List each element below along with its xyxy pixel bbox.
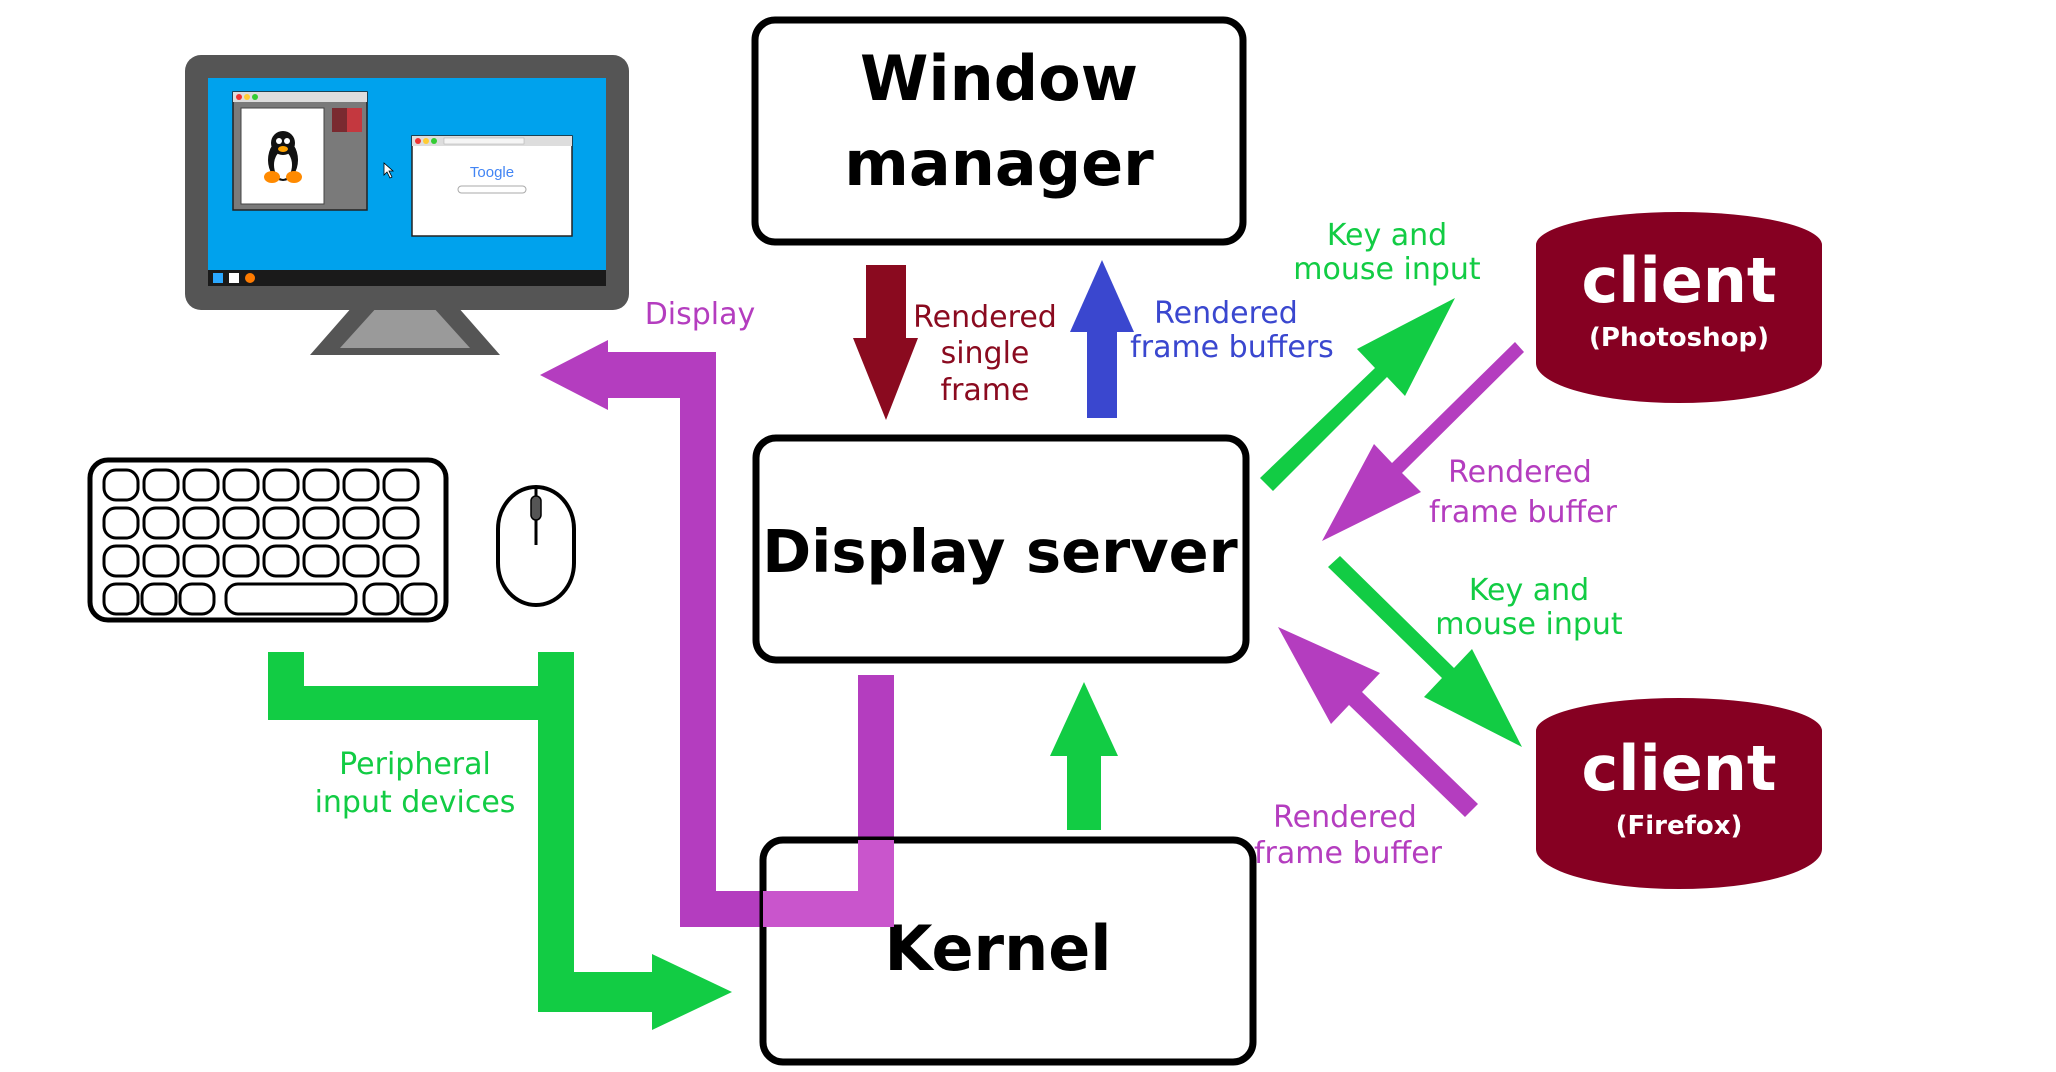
key-mouse-label-bottom: Key and mouse input	[1435, 573, 1623, 642]
image-editor-window	[232, 91, 368, 211]
keyboard-key	[182, 544, 220, 578]
client-photoshop-title: client	[1581, 244, 1776, 317]
keyboard-key	[302, 544, 340, 578]
start-icon	[213, 273, 223, 283]
client-photoshop-subtitle: (Photoshop)	[1589, 323, 1769, 353]
window-manager-box: Window manager	[751, 16, 1247, 246]
keyboard-key	[142, 506, 180, 540]
keyboard-key	[362, 582, 400, 616]
keyboard-spacebar	[224, 582, 358, 616]
keyboard-key	[342, 544, 380, 578]
single-frame-arrow	[853, 265, 918, 420]
svg-text:single: single	[941, 336, 1030, 371]
rendered-frame-buffers-label: Rendered frame buffers	[1130, 296, 1334, 365]
keyboard-key	[102, 506, 140, 540]
window-manager-title-line1: Window	[860, 42, 1138, 115]
mouse-icon	[496, 485, 576, 607]
client-firefox: client (Firefox)	[1536, 698, 1822, 889]
keyboard-key	[182, 506, 220, 540]
keyboard-key	[262, 506, 300, 540]
rendered-frame-buffer-label-bottom: Rendered frame buffer	[1254, 800, 1443, 871]
svg-text:mouse input: mouse input	[1293, 252, 1481, 287]
keyboard-key	[140, 582, 178, 616]
client-firefox-subtitle: (Firefox)	[1616, 811, 1743, 841]
keyboard-key	[382, 544, 420, 578]
svg-text:mouse input: mouse input	[1435, 607, 1623, 642]
rendered-frame-buffer-label-top: Rendered frame buffer	[1429, 455, 1618, 530]
keyboard-key	[178, 582, 216, 616]
key-mouse-arrow-firefox	[1328, 556, 1522, 747]
keyboard-key	[222, 468, 260, 502]
svg-text:Rendered: Rendered	[1448, 455, 1592, 490]
keyboard-key	[382, 506, 420, 540]
svg-text:frame: frame	[941, 373, 1030, 408]
svg-text:Peripheral: Peripheral	[339, 747, 491, 782]
kernel-title: Kernel	[884, 912, 1111, 985]
browser-logo: Toogle	[470, 164, 514, 181]
client-firefox-title: client	[1581, 732, 1776, 805]
display-server-title: Display server	[762, 517, 1238, 586]
peripheral-input-arrow	[268, 652, 732, 1030]
keyboard-key	[400, 582, 438, 616]
window-manager-title-line2: manager	[844, 127, 1154, 200]
keyboard-key	[262, 468, 300, 502]
svg-text:frame buffer: frame buffer	[1429, 495, 1618, 530]
keyboard-key	[342, 506, 380, 540]
keyboard-key	[222, 544, 260, 578]
keyboard-key	[102, 582, 140, 616]
keyboard-key	[102, 468, 140, 502]
svg-text:input devices: input devices	[315, 785, 516, 820]
keyboard-key	[182, 468, 220, 502]
svg-text:frame buffer: frame buffer	[1254, 836, 1443, 871]
penguin-image	[264, 131, 302, 183]
taskbar	[208, 270, 606, 286]
svg-text:Key and: Key and	[1327, 218, 1447, 253]
keyboard-key	[142, 468, 180, 502]
display-server-box: Display server	[752, 434, 1250, 664]
keyboard-key	[302, 506, 340, 540]
client-photoshop: client (Photoshop)	[1536, 212, 1822, 403]
monitor-icon: Toogle	[185, 55, 629, 355]
keyboard-key	[222, 506, 260, 540]
keyboard-key	[262, 544, 300, 578]
svg-text:Key and: Key and	[1469, 573, 1589, 608]
browser-window: Toogle	[411, 135, 573, 237]
frame-buffers-arrow	[1070, 260, 1134, 418]
display-label: Display	[645, 297, 756, 332]
svg-text:Rendered: Rendered	[913, 300, 1057, 335]
display-arrow-over-kernel	[763, 840, 894, 927]
kernel-box: Kernel	[759, 836, 1257, 1066]
svg-text:frame buffers: frame buffers	[1130, 330, 1334, 365]
frame-buffer-arrow-firefox	[1278, 627, 1478, 817]
key-mouse-label-top: Key and mouse input	[1293, 218, 1481, 287]
keyboard-key	[382, 468, 420, 502]
kernel-input-arrow	[1050, 682, 1118, 830]
keyboard-key	[302, 468, 340, 502]
svg-text:Rendered: Rendered	[1273, 800, 1417, 835]
frame-buffer-arrow-photoshop	[1322, 342, 1524, 541]
keyboard-icon	[87, 457, 449, 623]
cursor-icon	[383, 162, 395, 179]
monitor-stand-highlight	[340, 306, 470, 348]
keyboard-key	[342, 468, 380, 502]
rendered-single-frame-label: Rendered single frame	[913, 300, 1057, 408]
image-app-icon	[229, 273, 239, 283]
svg-text:Rendered: Rendered	[1154, 296, 1298, 331]
browser-app-icon	[245, 273, 255, 283]
keyboard-key	[142, 544, 180, 578]
peripheral-label: Peripheral input devices	[315, 747, 516, 820]
key-mouse-arrow-photoshop	[1260, 298, 1455, 491]
keyboard-key	[102, 544, 140, 578]
